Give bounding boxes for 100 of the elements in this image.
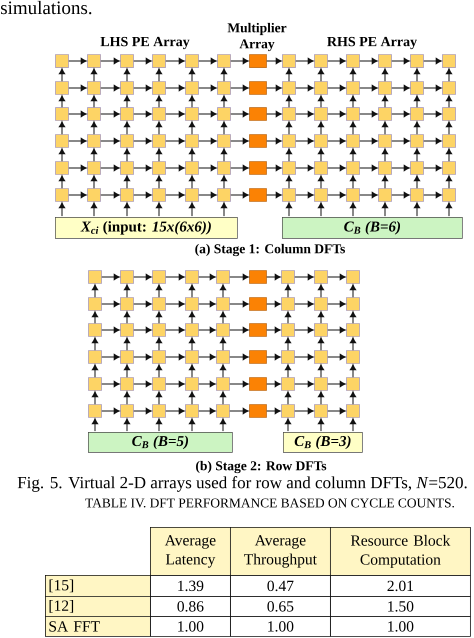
arrow xyxy=(423,110,442,118)
pe-box xyxy=(152,323,166,337)
pe-box xyxy=(314,161,328,175)
arrow xyxy=(165,192,185,198)
arrow xyxy=(198,274,216,280)
arrow xyxy=(188,418,196,432)
arrow xyxy=(133,300,152,308)
arrow xyxy=(198,192,217,198)
arrow xyxy=(294,380,314,388)
arrow xyxy=(188,121,196,135)
pe-box xyxy=(120,404,134,418)
coefficient-box: C$_{B}$ (B=3) xyxy=(283,432,363,453)
multiplier-box xyxy=(249,297,267,311)
arrow xyxy=(382,202,388,217)
arrow xyxy=(90,95,98,108)
pe-box xyxy=(152,54,166,68)
arrow xyxy=(220,391,226,405)
arrow xyxy=(446,175,452,189)
arrow xyxy=(294,408,314,414)
pe-box xyxy=(217,134,231,148)
subfigure-caption: (a) Stage 1: Column DFTs xyxy=(195,244,345,256)
arrow xyxy=(327,192,346,198)
array-heading: LHS PE Array xyxy=(100,36,190,50)
arrow xyxy=(382,175,388,189)
arrow xyxy=(286,202,292,217)
multiplier-box xyxy=(249,81,267,95)
arrow xyxy=(165,354,185,360)
arrow xyxy=(198,84,217,92)
table-cell: 1.39 xyxy=(150,575,231,597)
arrow xyxy=(220,337,226,351)
pe-box xyxy=(185,81,199,95)
arrow xyxy=(101,274,120,280)
pe-box xyxy=(55,134,69,148)
arrow xyxy=(68,192,87,198)
arrow xyxy=(318,284,324,298)
pe-box xyxy=(217,161,231,175)
arrow xyxy=(266,192,282,198)
arrow xyxy=(318,148,324,162)
pe-box xyxy=(120,377,134,391)
arrow xyxy=(286,148,292,162)
arrow xyxy=(133,354,152,360)
arrow xyxy=(188,284,196,298)
arrow xyxy=(68,110,87,118)
arrow xyxy=(220,284,226,298)
arrow xyxy=(198,58,217,64)
arrow xyxy=(423,164,442,172)
pe-box xyxy=(346,297,360,311)
arrow xyxy=(318,418,324,432)
arrow xyxy=(294,300,314,308)
arrow xyxy=(156,202,162,217)
arrow xyxy=(156,148,162,162)
pe-box xyxy=(410,161,424,175)
arrow xyxy=(220,202,228,217)
arrow xyxy=(229,300,249,308)
arrow xyxy=(198,354,216,360)
pe-box xyxy=(55,107,69,121)
arrow xyxy=(101,300,120,308)
arrow xyxy=(327,354,346,360)
table-cell: 1.00 xyxy=(230,616,331,637)
arrow xyxy=(133,274,152,280)
pe-box xyxy=(217,54,231,68)
arrow xyxy=(92,364,98,378)
pe-box xyxy=(120,107,134,121)
arrow xyxy=(359,138,378,144)
pe-box xyxy=(346,161,360,175)
arrow xyxy=(318,391,324,405)
pe-box xyxy=(185,107,199,121)
arrow xyxy=(286,68,292,82)
arrow xyxy=(327,138,346,144)
arrow xyxy=(350,148,356,162)
arrow xyxy=(295,192,314,198)
arrow xyxy=(446,121,452,135)
arrow xyxy=(295,84,314,92)
arrow xyxy=(318,175,324,189)
arrow xyxy=(165,380,185,388)
multiplier-box xyxy=(249,350,267,364)
pe-box xyxy=(185,350,199,364)
pe-box xyxy=(120,161,134,175)
arrow xyxy=(90,148,98,162)
pe-box xyxy=(282,161,296,175)
pe-box xyxy=(314,134,328,148)
pe-box xyxy=(282,188,296,202)
arrow xyxy=(446,68,452,82)
pe-box xyxy=(120,134,134,148)
arrow xyxy=(295,164,314,172)
arrow xyxy=(294,354,314,360)
pe-box xyxy=(88,377,102,391)
pe-box xyxy=(55,81,69,95)
arrow xyxy=(382,68,388,82)
arrow xyxy=(198,380,216,388)
arrow xyxy=(156,337,162,351)
arrow xyxy=(423,58,442,64)
arrow xyxy=(350,311,356,324)
arrow xyxy=(220,68,228,82)
arrow xyxy=(423,84,442,92)
arrow xyxy=(382,148,388,162)
arrow xyxy=(68,84,87,92)
body-text: simulations. xyxy=(0,0,92,14)
pe-box xyxy=(314,297,328,311)
arrow xyxy=(230,110,249,118)
